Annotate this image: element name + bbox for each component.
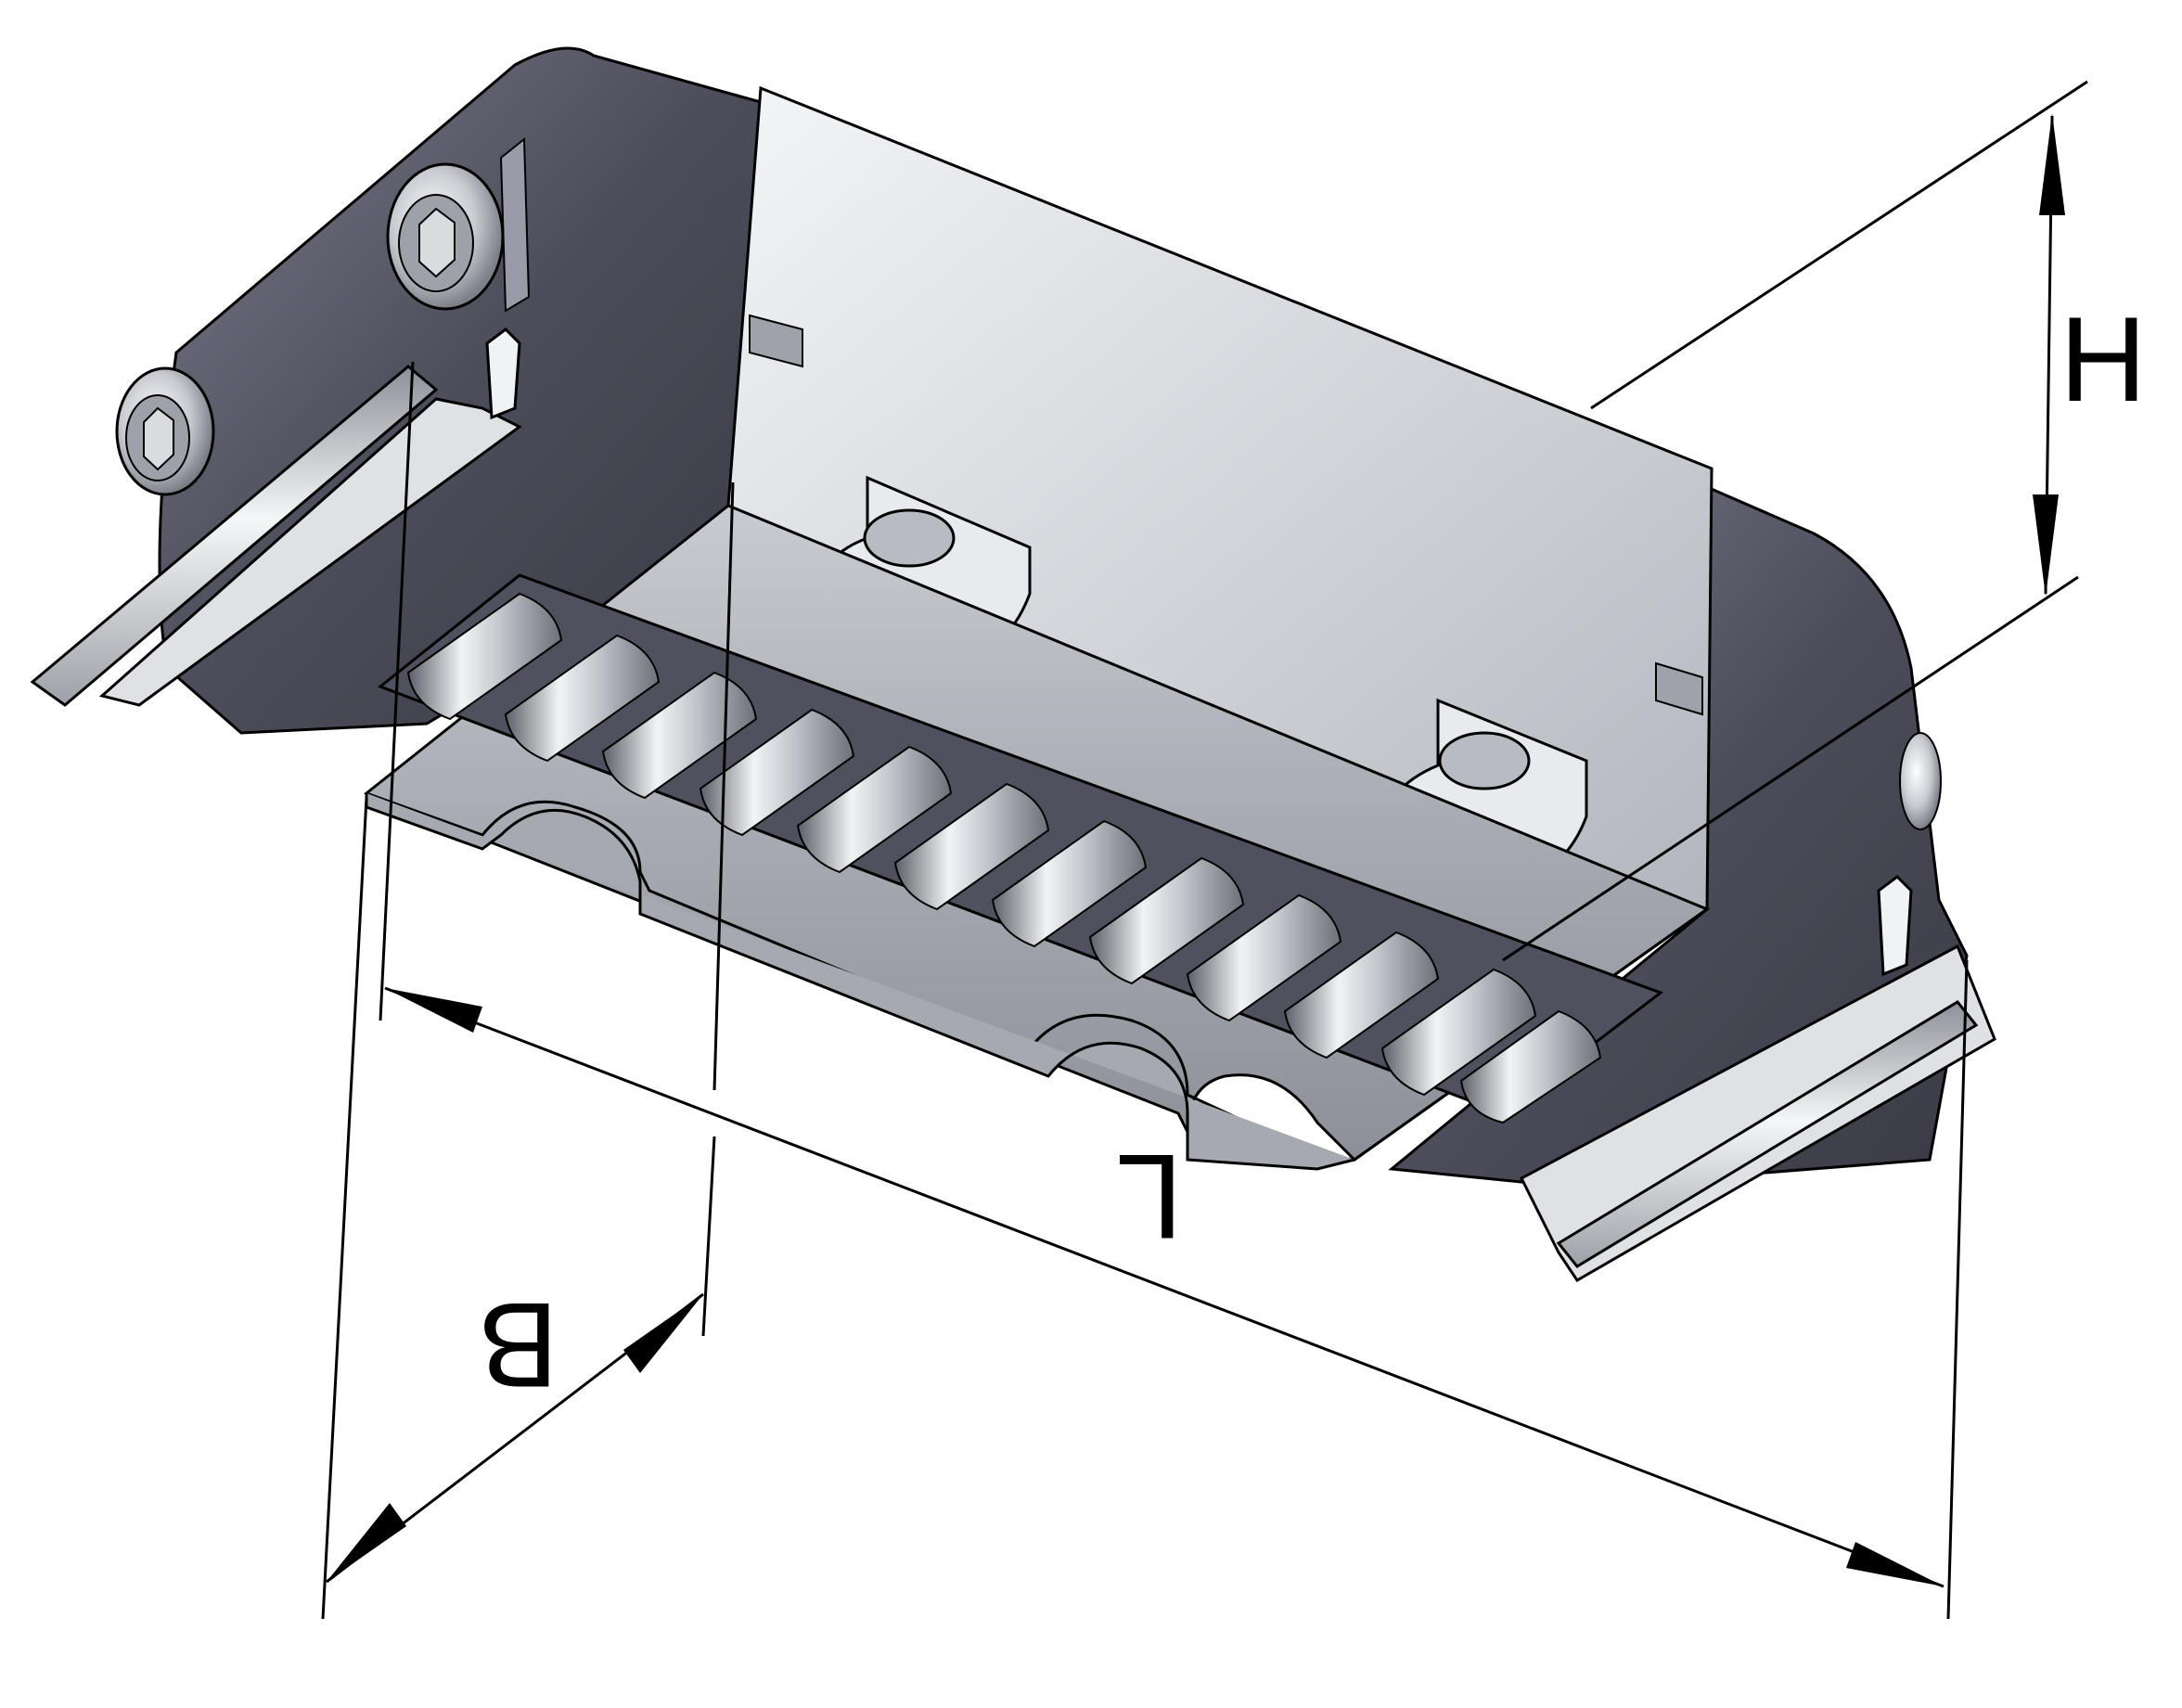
- roller: [1186, 893, 1342, 1022]
- b-arrow-left: [327, 1503, 406, 1582]
- roller: [1283, 931, 1440, 1059]
- h-arrow-top: [2039, 113, 2065, 215]
- right-end-cap: [1388, 484, 1969, 1189]
- h-extension-line-bottom: [1502, 575, 2079, 962]
- roller: [699, 708, 855, 837]
- left-guide-rod: [30, 327, 522, 707]
- l-extension-line-right: [1946, 959, 1969, 1620]
- l-dimension-line: [384, 986, 1945, 1588]
- roller: [1088, 856, 1245, 985]
- roller: [406, 592, 563, 721]
- b-extension-line-left: [321, 797, 368, 1620]
- roller: [991, 819, 1148, 948]
- roller: [796, 745, 953, 874]
- dimension-arrowheads: [327, 113, 2065, 1586]
- roller: [1380, 968, 1537, 1097]
- h-arrow-bottom: [2033, 494, 2059, 597]
- roller: [893, 782, 1050, 911]
- b-extension-line-right-lower: [701, 1136, 716, 1337]
- h-extension-line-top: [1590, 80, 2088, 410]
- l-arrow-left: [385, 988, 482, 1033]
- roller: [504, 634, 661, 763]
- l-arrow-right: [1846, 1542, 1944, 1586]
- cylindrical-rollers: [406, 592, 1602, 1124]
- dimension-lines: [321, 80, 2088, 1620]
- right-guide-rod: [1520, 875, 1996, 1283]
- dimension-label-b: B: [478, 1278, 558, 1413]
- roller: [601, 671, 758, 800]
- dimension-label-h: H: [2060, 291, 2147, 427]
- carriage-top-face: [726, 85, 1714, 911]
- l-extension-line-left: [379, 361, 415, 1021]
- left-upper-bolt-icon: [386, 162, 505, 311]
- b-extension-line-right: [712, 482, 735, 1091]
- b-arrow-right: [623, 1294, 703, 1373]
- left-lower-bolt-icon: [115, 366, 215, 496]
- roller: [1459, 1009, 1602, 1124]
- dimension-label-l: L: [1116, 1129, 1183, 1265]
